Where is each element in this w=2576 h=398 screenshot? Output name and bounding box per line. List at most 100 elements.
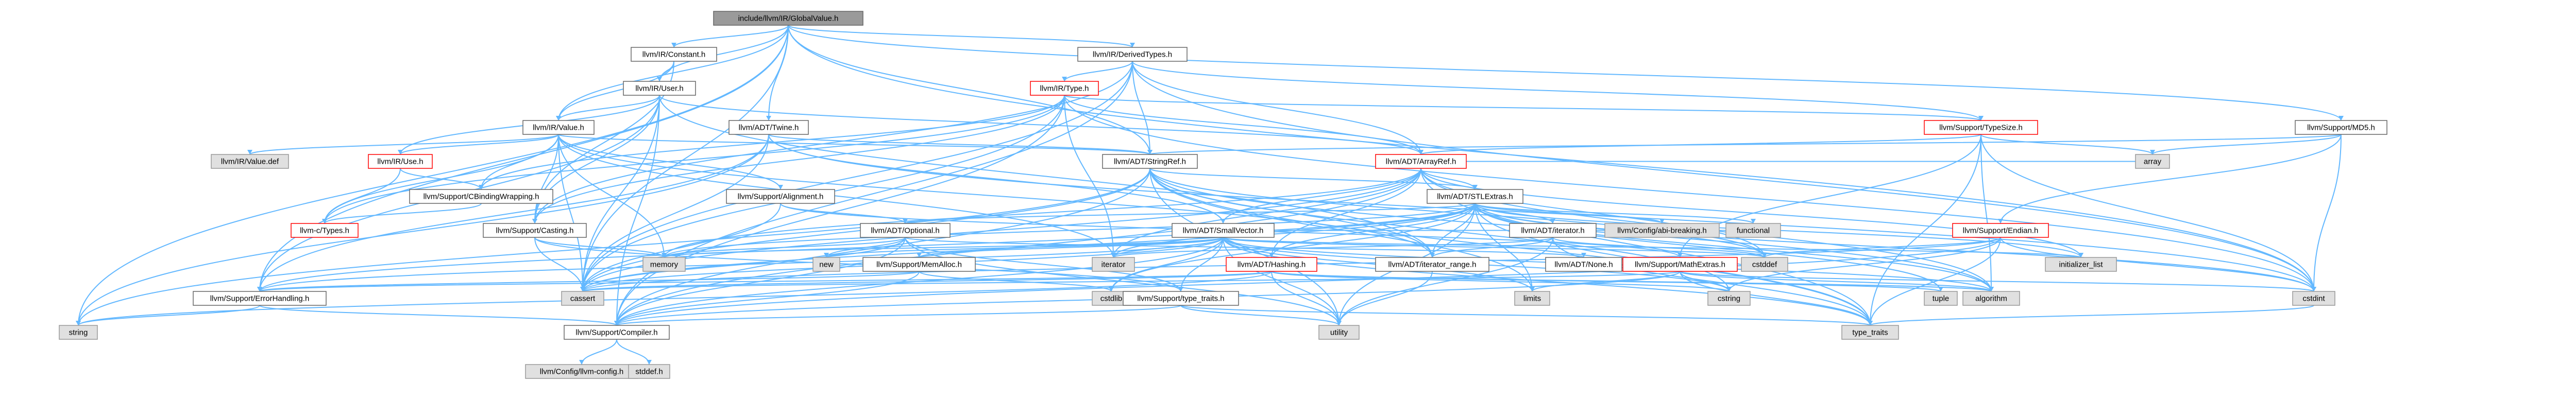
edge-arrowhead-iterator-to-iteratorstd [1111,253,1116,257]
edge-stringref-to-stlextras [1149,168,1476,190]
node-iterrange[interactable]: llvm/ADT/iterator_range.h [1375,257,1489,272]
node-smallvector[interactable]: llvm/ADT/SmallVector.h [1172,223,1275,238]
node-memory[interactable]: memory [642,257,686,272]
edge-iterator-to-utility [1338,237,1553,326]
node-arrayref[interactable]: llvm/ADT/ArrayRef.h [1375,154,1467,169]
edge-mathextras-to-algorithm [1680,271,1992,292]
node-functional[interactable]: functional [1725,223,1781,238]
edge-arrowhead-typetraitsllvm-to-utility [1336,321,1342,325]
node-typetraitsllvm[interactable]: llvm/Support/type_traits.h [1123,291,1239,306]
node-endian[interactable]: llvm/Support/Endian.h [1952,223,2049,238]
edge-arrowhead-typesize-to-arrayref [1418,150,1423,154]
node-cassert[interactable]: cassert [561,291,604,306]
node-mathextras[interactable]: llvm/Support/MathExtras.h [1622,257,1738,272]
node-twine[interactable]: llvm/ADT/Twine.h [728,120,809,135]
node-label-functional: functional [1737,227,1770,235]
node-stringref[interactable]: llvm/ADT/StringRef.h [1102,154,1198,169]
node-ctypes[interactable]: llvm-c/Types.h [291,223,359,238]
node-utility[interactable]: utility [1318,325,1360,340]
edge-arrowhead-root-to-twine [766,116,771,120]
node-cstdint[interactable]: cstdint [2292,291,2335,306]
edge-cbw-to-ctypes [324,203,482,224]
node-label-adtnone: llvm/ADT/None.h [1554,261,1613,269]
node-algorithm[interactable]: algorithm [1962,291,2020,306]
edge-arrowhead-cbw-to-ctypes [322,219,327,223]
node-typetraits[interactable]: type_traits [1841,325,1899,340]
edge-twine-to-cstdint [768,134,2314,292]
node-limits[interactable]: limits [1514,291,1550,306]
node-tuple[interactable]: tuple [1924,291,1958,306]
node-box-twine [728,120,809,135]
node-llvmconfig[interactable]: llvm/Config/llvm-config.h [525,364,638,379]
edge-stlextras-to-tuple [1475,203,1941,292]
node-label-alignment: llvm/Support/Alignment.h [738,193,824,201]
edge-hashing-to-cstring [1271,271,1730,292]
edge-mathextras-to-limits [1532,271,1681,292]
edge-root-to-derivedtypes [788,25,1133,48]
node-derivedtypes[interactable]: llvm/IR/DerivedTypes.h [1077,47,1188,62]
node-alignment[interactable]: llvm/Support/Alignment.h [726,189,835,204]
node-casting[interactable]: llvm/Support/Casting.h [483,223,587,238]
edge-derivedtypes-to-stringref [1132,61,1150,155]
node-typesize[interactable]: llvm/Support/TypeSize.h [1924,120,2038,135]
node-hashing[interactable]: llvm/ADT/Hashing.h [1226,257,1317,272]
edge-typetraitsllvm-to-compiler [616,305,1181,326]
node-stddef[interactable]: stddef.h [628,364,670,379]
edge-arrowhead-md5-to-array [2150,150,2155,154]
edge-type-to-cstdint [1064,95,2314,292]
node-iterator[interactable]: llvm/ADT/iterator.h [1509,223,1597,238]
node-compiler[interactable]: llvm/Support/Compiler.h [564,325,670,340]
edge-arrowhead-mathextras-to-algorithm [1989,287,1994,291]
node-label-initlist: initializer_list [2059,261,2103,269]
node-cstddef[interactable]: cstddef [1741,257,1788,272]
edge-user-to-compiler [616,95,660,326]
edge-user-to-iterrange [659,95,1433,258]
node-optional[interactable]: llvm/ADT/Optional.h [860,223,951,238]
edge-smallvector-to-iteratorstd [1113,237,1224,258]
node-box-functional [1725,223,1781,238]
node-new[interactable]: new [812,257,840,272]
node-initlist[interactable]: initializer_list [2045,257,2117,272]
node-label-array: array [2144,158,2162,166]
node-array[interactable]: array [2135,154,2170,169]
edge-arrowhead-smallvector-to-typetraitsllvm [1178,287,1183,291]
node-label-derivedtypes: llvm/IR/DerivedTypes.h [1093,50,1172,59]
node-value[interactable]: llvm/IR/Value.h [522,120,595,135]
edge-iterrange-to-utility [1338,271,1433,326]
edge-typesize-to-cstdint [1980,134,2314,292]
edge-md5-to-endian [2000,134,2342,224]
node-user[interactable]: llvm/IR/User.h [623,81,696,96]
node-box-stddef [628,364,670,379]
node-box-configabi [1604,223,1720,238]
node-label-utility: utility [1330,328,1348,337]
node-label-hashing: llvm/ADT/Hashing.h [1238,261,1306,269]
edge-md5-to-cstdint [2313,134,2342,292]
node-box-derivedtypes [1077,47,1188,62]
edge-stlextras-to-optional [905,203,1476,224]
node-md5[interactable]: llvm/Support/MD5.h [2295,120,2387,135]
edge-compiler-to-llvmconfig [581,339,617,365]
node-memalloc[interactable]: llvm/Support/MemAlloc.h [862,257,976,272]
node-type[interactable]: llvm/IR/Type.h [1030,81,1099,96]
edge-value-to-memory [558,134,665,258]
node-box-initlist [2045,257,2117,272]
node-cstring[interactable]: cstring [1707,291,1751,306]
edge-type-to-arrayref [1064,95,1421,155]
node-configabi[interactable]: llvm/Config/abi-breaking.h [1604,223,1720,238]
edge-user-to-value [558,95,660,121]
node-cbw[interactable]: llvm/Support/CBindingWrapping.h [409,189,553,204]
edge-value-to-cbw [481,134,559,190]
edge-root-to-md5 [788,25,2342,121]
node-use[interactable]: llvm/IR/Use.h [368,154,433,169]
node-errhandling[interactable]: llvm/Support/ErrorHandling.h [193,291,327,306]
node-string[interactable]: string [59,325,98,340]
node-constant[interactable]: llvm/IR/Constant.h [631,47,717,62]
edge-hashing-to-cassert [582,271,1272,292]
node-iteratorstd[interactable]: iterator [1092,257,1135,272]
node-adtnone[interactable]: llvm/ADT/None.h [1545,257,1622,272]
edge-md5-to-array [2152,134,2342,155]
node-label-root: include/llvm/IR/GlobalValue.h [738,14,839,23]
node-label-cstdlib: cstdlib [1100,295,1123,303]
node-stlextras[interactable]: llvm/ADT/STLExtras.h [1427,189,1523,204]
node-valuedef[interactable]: llvm/IR/Value.def [211,154,289,169]
